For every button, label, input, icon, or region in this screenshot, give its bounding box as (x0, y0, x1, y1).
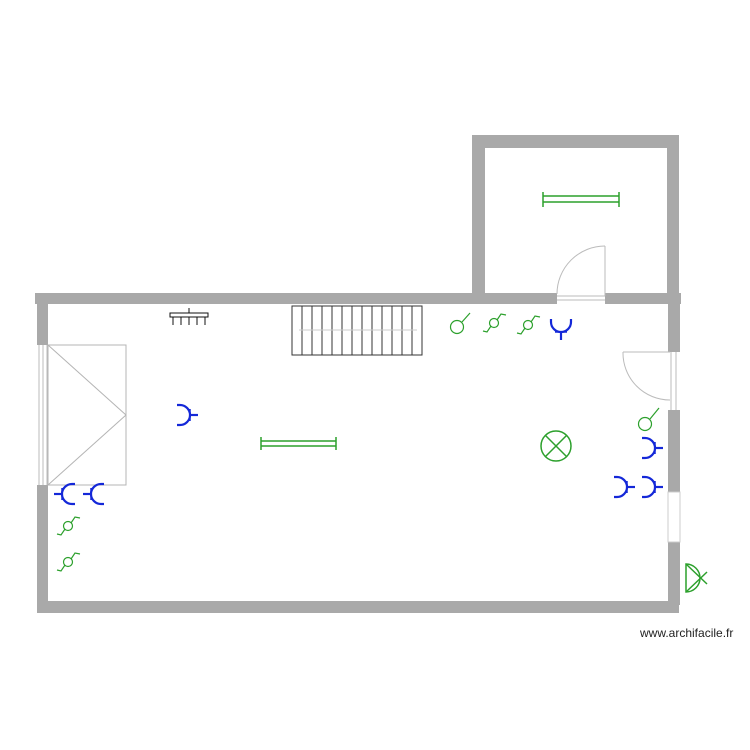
outlet-icon (177, 403, 198, 427)
outlet-icon (83, 482, 104, 506)
main-room-right-wall (668, 293, 680, 605)
fluorescent-light-icon (542, 192, 620, 207)
stairs[interactable] (291, 305, 423, 356)
outlet-icon (54, 482, 75, 506)
radiator-icon (169, 308, 209, 325)
left-cabinet (47, 344, 127, 486)
two-way-switch-icon (56, 552, 81, 572)
small-room-top-wall (472, 135, 679, 148)
two-way-switch-icon (56, 516, 81, 536)
small-room-right-wall (667, 135, 679, 300)
right-door[interactable] (622, 351, 681, 410)
fluorescent-light-icon (260, 437, 337, 450)
walls (35, 135, 681, 613)
outlet-icon (642, 475, 663, 499)
watermark-text[interactable]: www.archifacile.fr (640, 626, 734, 640)
small-room-door[interactable] (556, 245, 606, 305)
two-way-switch-icon (482, 313, 507, 333)
outlet-icon (614, 475, 635, 499)
exterior-light-icon (685, 563, 708, 593)
left-window[interactable] (36, 345, 49, 485)
right-window[interactable] (667, 491, 681, 543)
main-room-bottom-wall (38, 601, 679, 613)
switch-icon (449, 312, 471, 335)
small-room-left-wall (472, 135, 485, 297)
outlet-icon (642, 436, 663, 460)
outlet-icon (549, 319, 573, 340)
two-way-switch-icon (516, 315, 541, 335)
main-room-top-wall (35, 293, 681, 304)
switch-icon (637, 407, 660, 432)
ceiling-light-icon (540, 430, 572, 462)
